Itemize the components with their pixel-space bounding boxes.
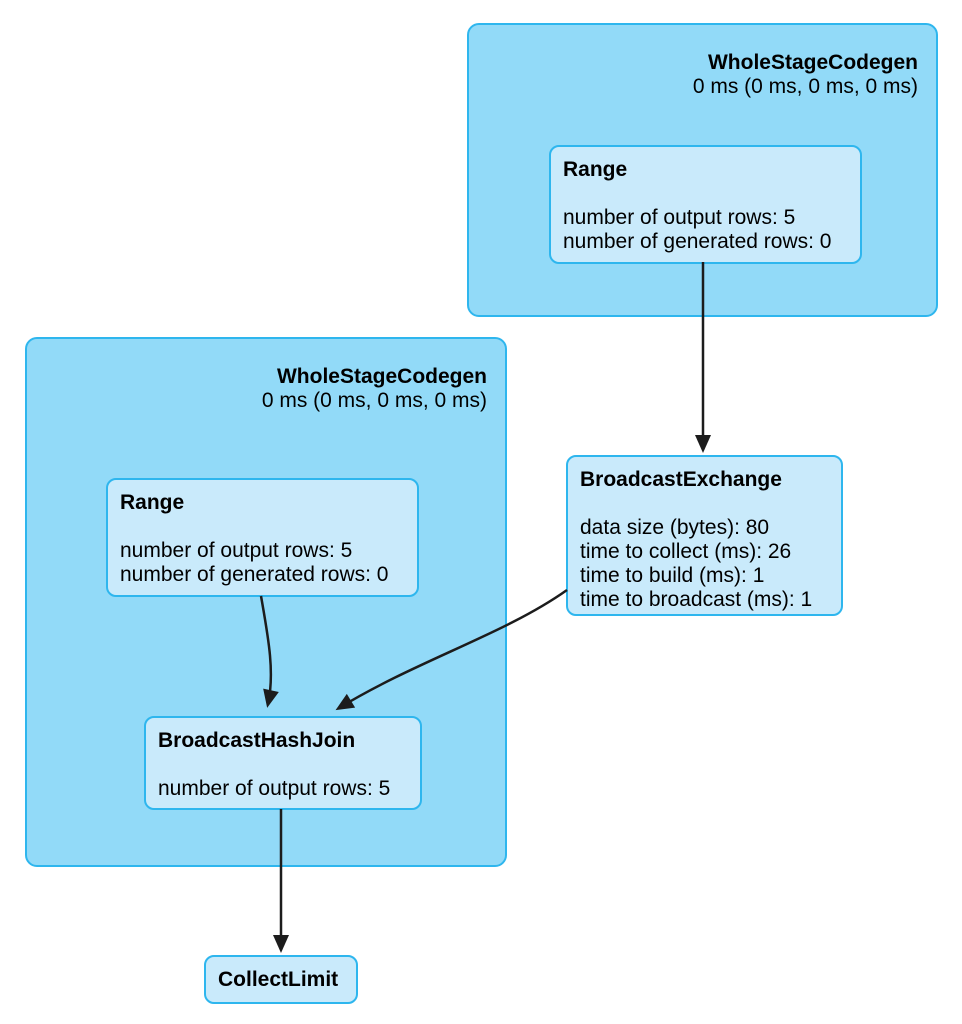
plan-node-collect-limit: CollectLimit (204, 955, 358, 1004)
plan-node-broadcast-exchange: BroadcastExchange data size (bytes): 80 … (566, 455, 843, 616)
metric-data-size: data size (bytes): 80 (580, 516, 770, 539)
metric-time-build: time to build (ms): 1 (580, 564, 765, 587)
node-metrics: number of output rows: 5 (158, 777, 408, 801)
cluster-duration: 0 ms (0 ms, 0 ms, 0 ms) (261, 389, 487, 412)
node-title: Range (563, 158, 628, 181)
metric-output-rows: number of output rows: 5 (158, 777, 391, 800)
cluster-title: WholeStageCodegen (276, 365, 487, 388)
plan-node-range-top: Range number of output rows: 5 number of… (549, 145, 862, 264)
metric-output-rows: number of output rows: 5 (563, 206, 796, 229)
node-metrics: number of output rows: 5 number of gener… (563, 206, 848, 254)
metric-generated-rows: number of generated rows: 0 (563, 230, 832, 253)
cluster-title: WholeStageCodegen (707, 51, 918, 74)
node-title: Range (120, 491, 185, 514)
cluster-label: WholeStageCodegen 0 ms (0 ms, 0 ms, 0 ms… (693, 51, 918, 99)
metric-output-rows: number of output rows: 5 (120, 539, 353, 562)
cluster-wholestagecodegen-left: WholeStageCodegen 0 ms (0 ms, 0 ms, 0 ms… (25, 337, 507, 867)
node-title: BroadcastExchange (580, 468, 782, 491)
node-title: CollectLimit (218, 968, 339, 991)
cluster-wholestagecodegen-top: WholeStageCodegen 0 ms (0 ms, 0 ms, 0 ms… (467, 23, 938, 317)
cluster-label: WholeStageCodegen 0 ms (0 ms, 0 ms, 0 ms… (262, 365, 487, 413)
node-metrics: number of output rows: 5 number of gener… (120, 539, 405, 587)
metric-time-collect: time to collect (ms): 26 (580, 540, 792, 563)
plan-node-broadcast-hash-join: BroadcastHashJoin number of output rows:… (144, 716, 422, 810)
metric-time-broadcast: time to broadcast (ms): 1 (580, 588, 813, 611)
plan-node-range-left: Range number of output rows: 5 number of… (106, 478, 419, 597)
node-title: BroadcastHashJoin (158, 729, 356, 752)
metric-generated-rows: number of generated rows: 0 (120, 563, 389, 586)
cluster-duration: 0 ms (0 ms, 0 ms, 0 ms) (692, 75, 918, 98)
node-metrics: data size (bytes): 80 time to collect (m… (580, 516, 829, 612)
